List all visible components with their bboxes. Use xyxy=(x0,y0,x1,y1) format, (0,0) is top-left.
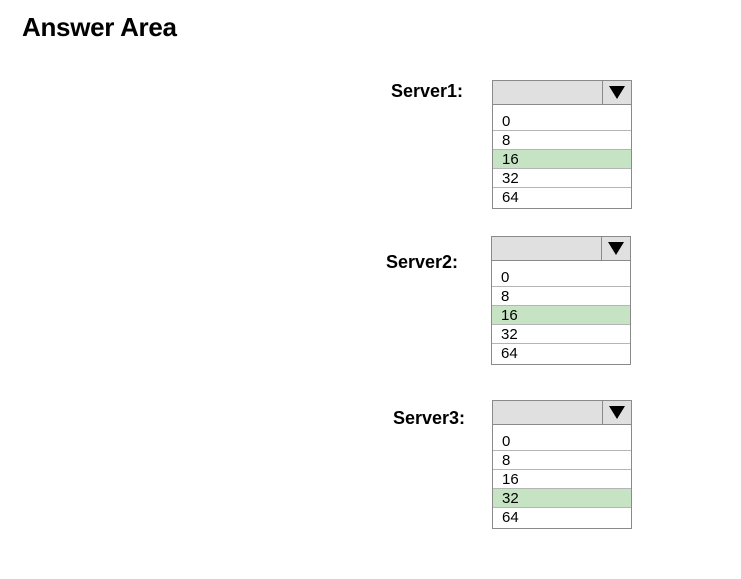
server2-option-8[interactable]: 8 xyxy=(492,287,630,306)
server3-dropdown-header[interactable] xyxy=(492,400,632,425)
server1-options-list: 0 8 16 32 64 xyxy=(492,105,632,209)
server2-options-list: 0 8 16 32 64 xyxy=(491,261,631,365)
chevron-down-icon[interactable] xyxy=(602,81,631,104)
answer-area-title: Answer Area xyxy=(22,12,177,42)
server2-label: Server2: xyxy=(386,252,459,272)
server2-option-0[interactable]: 0 xyxy=(492,268,630,287)
chevron-down-icon[interactable] xyxy=(602,401,631,424)
server3-option-16[interactable]: 16 xyxy=(493,470,631,489)
server2-option-64[interactable]: 64 xyxy=(492,344,630,364)
server1-dropdown[interactable]: 0 8 16 32 64 xyxy=(492,80,632,209)
server2-option-16[interactable]: 16 xyxy=(492,306,630,325)
server3-label: Server3: xyxy=(393,408,466,428)
server1-option-8[interactable]: 8 xyxy=(493,131,631,150)
server3-option-8[interactable]: 8 xyxy=(493,451,631,470)
server1-option-0[interactable]: 0 xyxy=(493,112,631,131)
server3-option-64[interactable]: 64 xyxy=(493,508,631,528)
server1-option-32[interactable]: 32 xyxy=(493,169,631,188)
server1-option-16[interactable]: 16 xyxy=(493,150,631,169)
server2-dropdown-header[interactable] xyxy=(491,236,631,261)
server1-dropdown-header[interactable] xyxy=(492,80,632,105)
server1-label: Server1: xyxy=(391,81,464,101)
server1-option-64[interactable]: 64 xyxy=(493,188,631,208)
server2-dropdown[interactable]: 0 8 16 32 64 xyxy=(491,236,631,365)
server3-option-32[interactable]: 32 xyxy=(493,489,631,508)
chevron-down-icon[interactable] xyxy=(601,237,630,260)
server2-option-32[interactable]: 32 xyxy=(492,325,630,344)
server3-options-list: 0 8 16 32 64 xyxy=(492,425,632,529)
server3-dropdown[interactable]: 0 8 16 32 64 xyxy=(492,400,632,529)
server3-option-0[interactable]: 0 xyxy=(493,432,631,451)
